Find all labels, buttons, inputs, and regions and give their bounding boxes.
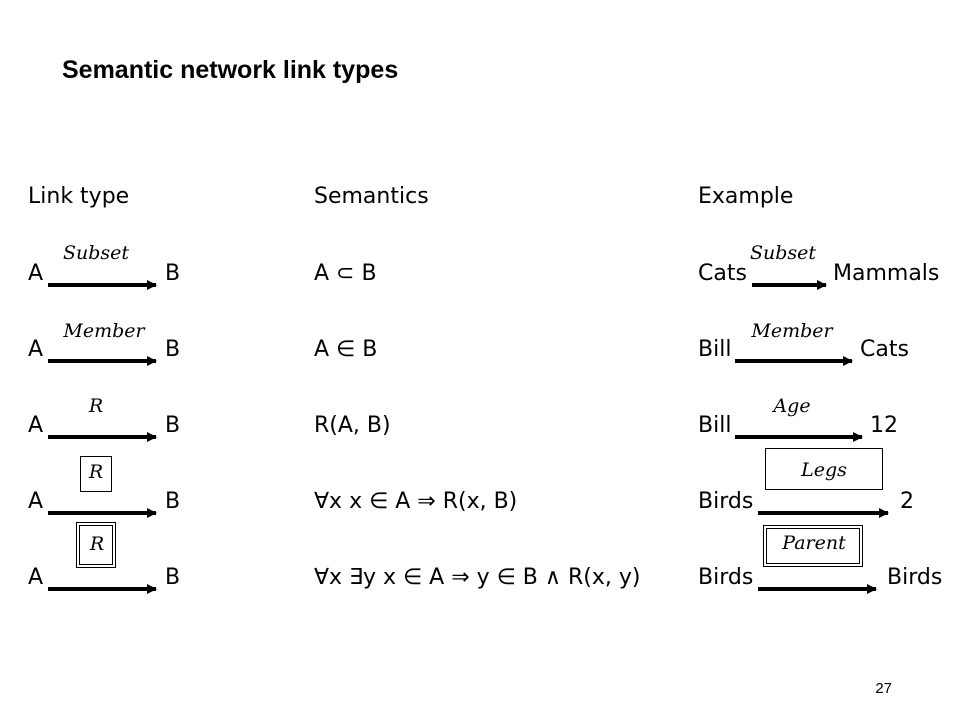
slide-title: Semantic network link types <box>62 56 399 84</box>
row-4-from: A <box>28 489 44 514</box>
row-5-semantics: ∀x ∃y x ∈ A ⇒ y ∈ B ∧ R(x, y) <box>314 565 641 590</box>
row-4-example-from: Birds <box>698 489 754 514</box>
header-semantics: Semantics <box>314 184 429 209</box>
row-1-from: A <box>28 261 44 286</box>
row-2-to: B <box>165 337 181 362</box>
row-4-link-label: R <box>88 461 104 483</box>
row-5-example-from: Birds <box>698 565 754 590</box>
row-5-example-label-box <box>763 525 863 567</box>
row-1-example-to: Mammals <box>833 261 940 286</box>
page-number: 27 <box>875 680 892 697</box>
row-5-to: B <box>165 565 181 590</box>
row-4-link-label-box <box>80 456 112 492</box>
row-1-semantics: A ⊂ B <box>314 261 377 286</box>
row-4-example-label-box <box>765 448 883 490</box>
row-4-semantics: ∀x x ∈ A ⇒ R(x, B) <box>314 489 518 514</box>
row-2-example-to: Cats <box>860 337 909 362</box>
row-1-to: B <box>165 261 181 286</box>
row-5-link-label-box <box>76 522 116 568</box>
row-3-example-from: Bill <box>698 413 732 438</box>
row-4-example-to: 2 <box>900 489 914 514</box>
row-3-semantics: R(A, B) <box>314 413 391 438</box>
row-1-example-from: Cats <box>698 261 747 286</box>
row-1-example-label: Subset <box>749 242 817 264</box>
row-4-example-label: Legs <box>801 459 847 481</box>
header-link-type: Link type <box>28 184 130 209</box>
row-1-link-label: Subset <box>62 242 130 264</box>
header-example: Example <box>698 184 794 209</box>
row-5-link-label: R <box>89 533 105 555</box>
row-3-example-label: Age <box>773 395 811 417</box>
row-3-to: B <box>165 413 181 438</box>
row-2-from: A <box>28 337 44 362</box>
row-2-example-from: Bill <box>698 337 732 362</box>
row-2-link-label: Member <box>63 320 145 342</box>
row-5-example-label: Parent <box>782 532 846 554</box>
row-4-to: B <box>165 489 181 514</box>
row-5-from: A <box>28 565 44 590</box>
row-2-example-label: Member <box>751 320 833 342</box>
row-5-example-to: Birds <box>887 565 943 590</box>
row-2-semantics: A ∈ B <box>314 337 378 362</box>
row-3-from: A <box>28 413 44 438</box>
row-3-example-to: 12 <box>870 413 898 438</box>
row-3-link-label: R <box>88 395 104 417</box>
